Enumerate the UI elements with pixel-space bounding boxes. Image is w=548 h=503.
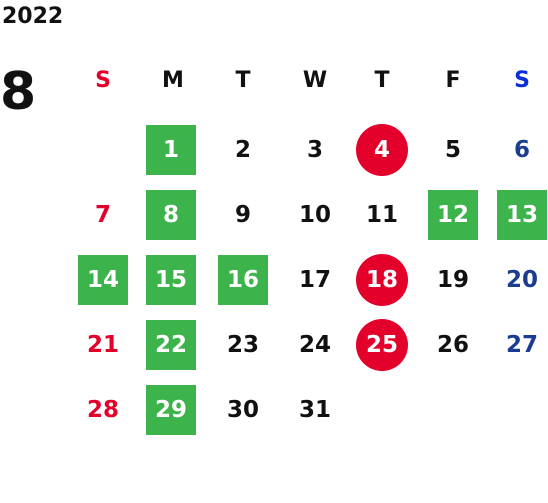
weekday-mon: M	[162, 68, 184, 93]
weekday-tue: T	[235, 68, 251, 93]
day-cell: 8	[146, 190, 196, 240]
day-cell: 24	[298, 332, 331, 358]
day-cell: 20	[505, 267, 538, 293]
day-cell: 13	[497, 190, 547, 240]
day-cell: 16	[218, 255, 268, 305]
day-cell: 7	[94, 202, 111, 228]
day-cell: 22	[146, 320, 196, 370]
day-cell: 5	[444, 137, 461, 163]
day-cell: 19	[436, 267, 469, 293]
day-cell: 25	[356, 319, 408, 371]
day-cell: 30	[226, 397, 259, 423]
day-cell: 31	[298, 397, 331, 423]
day-cell: 2	[234, 137, 251, 163]
day-cell: 17	[298, 267, 331, 293]
weekday-wed: W	[302, 68, 328, 93]
month-number: 8	[0, 62, 37, 122]
day-cell: 21	[86, 332, 119, 358]
weekday-thu: T	[374, 68, 390, 93]
day-cell: 23	[226, 332, 259, 358]
day-cell: 4	[356, 124, 408, 176]
year-label: 2022	[2, 4, 64, 29]
day-cell: 10	[298, 202, 331, 228]
weekday-sat: S	[514, 68, 530, 93]
day-cell: 29	[146, 385, 196, 435]
day-cell: 28	[86, 397, 119, 423]
day-cell: 3	[306, 137, 323, 163]
day-cell: 27	[505, 332, 538, 358]
day-cell: 1	[146, 125, 196, 175]
day-cell: 11	[365, 202, 398, 228]
day-cell: 14	[78, 255, 128, 305]
day-cell: 12	[428, 190, 478, 240]
day-cell: 6	[513, 137, 530, 163]
weekday-sun: S	[95, 68, 111, 93]
day-cell: 15	[146, 255, 196, 305]
day-cell: 9	[234, 202, 251, 228]
weekday-fri: F	[445, 68, 461, 93]
day-cell: 26	[436, 332, 469, 358]
day-cell: 18	[356, 254, 408, 306]
